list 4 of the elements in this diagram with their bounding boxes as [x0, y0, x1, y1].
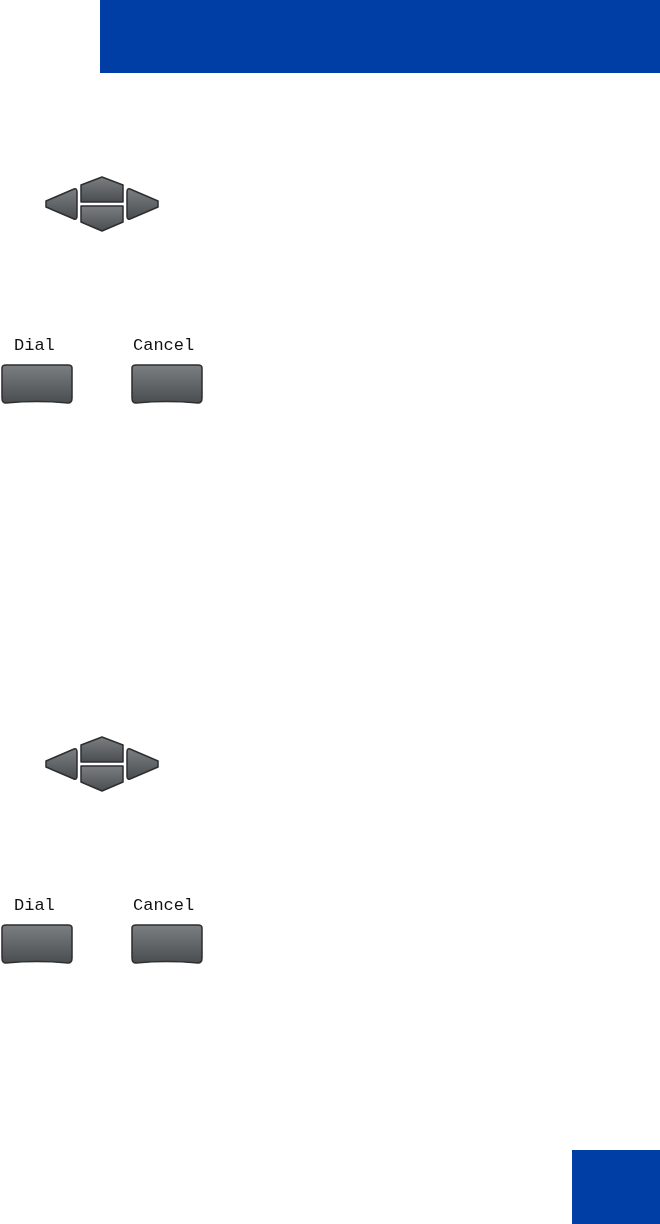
- softkey-label: Cancel: [133, 896, 195, 916]
- softkey-label: Dial: [14, 896, 55, 916]
- softkey-label: Dial: [14, 336, 55, 356]
- softkey-label: Cancel: [133, 336, 195, 356]
